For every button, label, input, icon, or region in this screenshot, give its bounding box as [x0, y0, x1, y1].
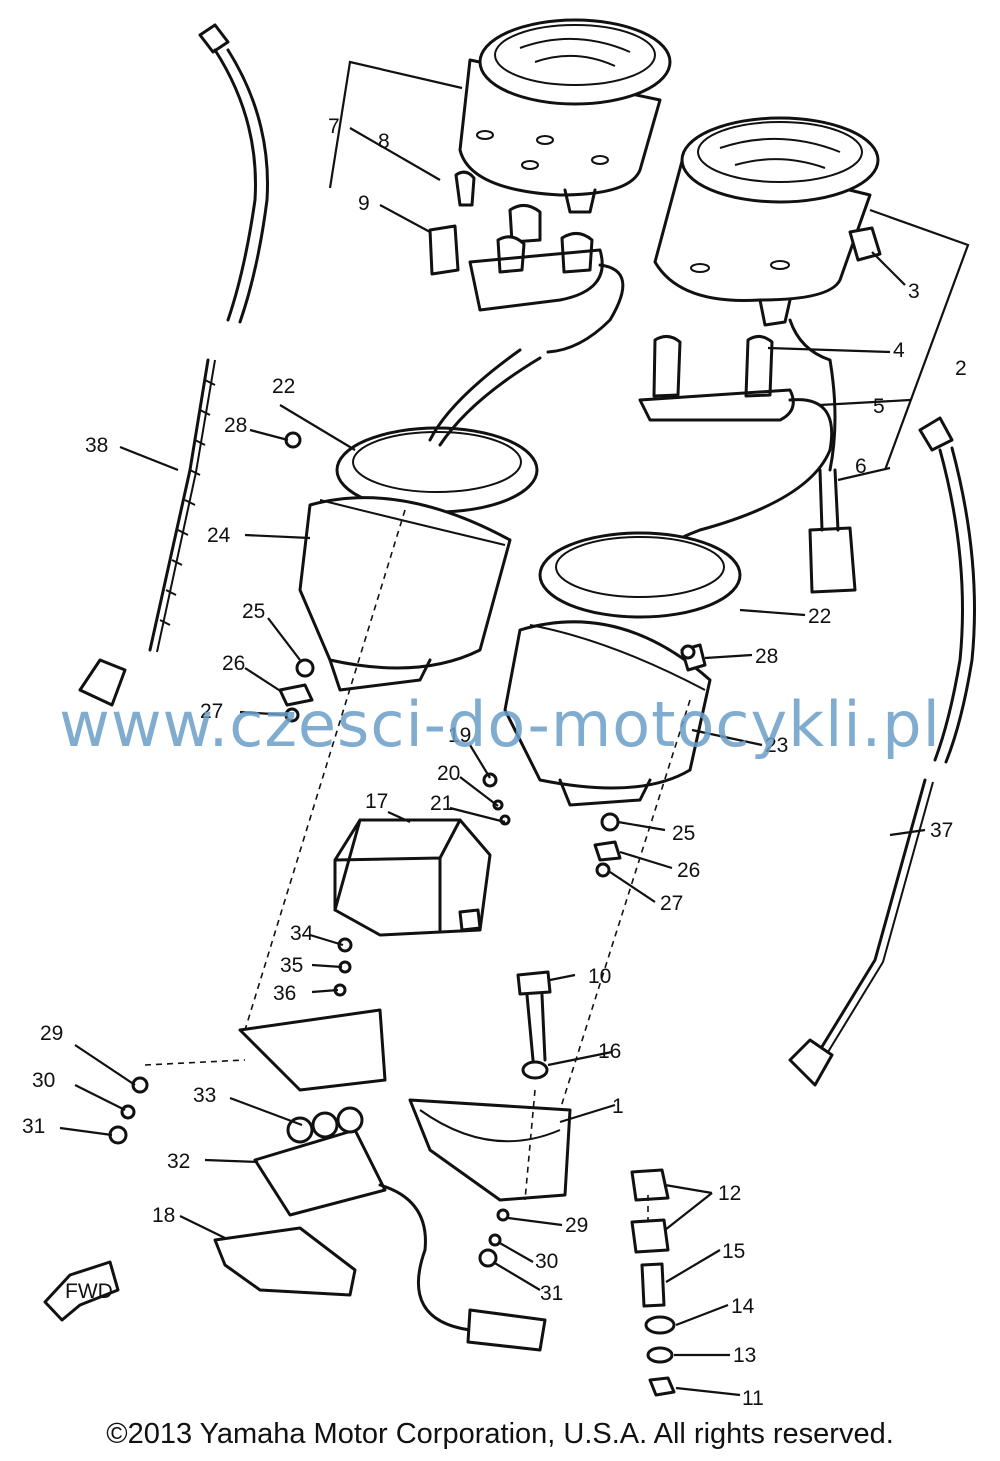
callout-label: 27 [660, 892, 683, 915]
callout-label: 14 [731, 1295, 755, 1318]
callout-label: 38 [85, 434, 108, 457]
callout-label: 6 [855, 455, 867, 478]
callout-label: 26 [222, 652, 245, 675]
callout-label: 11 [742, 1387, 764, 1410]
mounting-hardware [516, 970, 676, 1397]
callout-label: 13 [733, 1344, 756, 1367]
callout-labels: 1 2 3 4 5 6 7 8 9 10 11 12 13 14 15 16 1… [22, 115, 967, 1410]
callout-label: 26 [677, 859, 700, 882]
callout-label: 15 [722, 1240, 745, 1263]
lower-cover [213, 1226, 357, 1297]
callout-label: 17 [365, 790, 388, 813]
callout-label: 30 [32, 1069, 55, 1092]
callout-label: 19 [448, 724, 471, 747]
callout-label: 21 [430, 792, 453, 815]
speedometer-gauge [458, 18, 672, 214]
callout-label: 31 [540, 1282, 563, 1305]
callout-label: 1 [612, 1095, 624, 1118]
bracket-2 [869, 208, 970, 471]
copyright-notice: ©2013 Yamaha Motor Corporation, U.S.A. A… [106, 1418, 894, 1450]
fwd-arrow-icon: FWD [43, 1260, 120, 1322]
callout-label: 34 [290, 922, 314, 945]
mounting-bracket [238, 1008, 572, 1202]
leader-lines [59, 127, 926, 1397]
callout-label: 18 [152, 1204, 175, 1227]
callout-label: 12 [718, 1182, 741, 1205]
callout-label: 35 [280, 954, 303, 977]
callout-label: 25 [672, 822, 695, 845]
callout-label: 25 [242, 600, 265, 623]
tachometer-cable [788, 416, 976, 1087]
fwd-label: FWD [65, 1280, 113, 1303]
callout-label: 3 [908, 280, 920, 303]
callout-label: 24 [207, 524, 231, 547]
watermark: www.czesci-do-motocykli.pl [59, 688, 941, 761]
indicator-box [333, 818, 492, 937]
callout-label: 22 [808, 605, 831, 628]
callout-label: 10 [588, 965, 611, 988]
callout-label: 29 [40, 1022, 63, 1045]
callout-label: 20 [437, 762, 460, 785]
callout-label: 27 [200, 700, 223, 723]
bracket-7 [328, 60, 463, 189]
callout-label: 9 [358, 192, 370, 215]
callout-label: 37 [930, 819, 953, 842]
callout-label: 16 [598, 1040, 621, 1063]
bulb-socket-group-upper [428, 170, 625, 354]
callout-label: 5 [873, 395, 885, 418]
callout-label: 30 [535, 1250, 558, 1273]
left-meter-housing [298, 348, 542, 692]
callout-label: 28 [224, 414, 247, 437]
callout-label: 23 [765, 734, 788, 757]
callout-label: 4 [893, 339, 905, 362]
callout-label: 2 [955, 357, 967, 380]
speedometer-cable [78, 23, 269, 707]
callout-label: 28 [755, 645, 778, 668]
right-meter-housing [503, 531, 742, 807]
callout-label: 8 [378, 130, 390, 153]
callout-label: 32 [167, 1150, 190, 1173]
callout-label: 22 [272, 375, 295, 398]
callout-label: 36 [273, 982, 296, 1005]
callout-label: 33 [193, 1084, 216, 1107]
callout-label: 29 [565, 1214, 588, 1237]
tachometer-gauge [653, 116, 882, 327]
callout-label: 31 [22, 1115, 45, 1138]
small-hardware [108, 431, 696, 1268]
switch-assembly [253, 1106, 547, 1352]
callout-label: 7 [328, 115, 340, 138]
